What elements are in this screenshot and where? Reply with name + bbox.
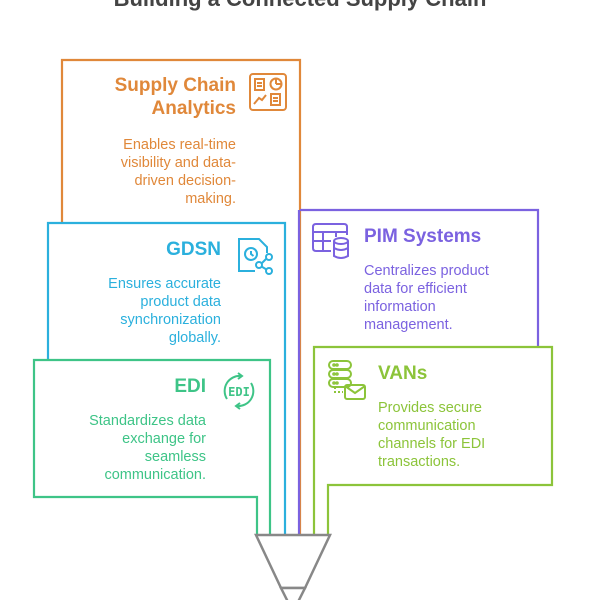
diagram-title: Building a Connected Supply Chain (0, 0, 600, 12)
card-title: VANs (378, 363, 428, 384)
edi-exchange-icon: EDI (223, 372, 255, 410)
card-title: GDSN (166, 239, 221, 260)
edi-card-outline (32, 358, 272, 535)
svg-text:EDI: EDI (228, 385, 250, 399)
card-title: PIM Systems (364, 226, 482, 247)
pim-card-outline (300, 208, 540, 347)
analytics-dashboard-icon (249, 73, 287, 111)
vans-card-outline (312, 345, 554, 535)
server-mail-icon (328, 360, 366, 400)
gdsn-card-outline (46, 221, 287, 535)
funnel-icon (254, 533, 332, 600)
table-database-icon (312, 223, 349, 259)
document-clock-share-icon (238, 238, 273, 275)
card-title: EDI (174, 376, 206, 397)
